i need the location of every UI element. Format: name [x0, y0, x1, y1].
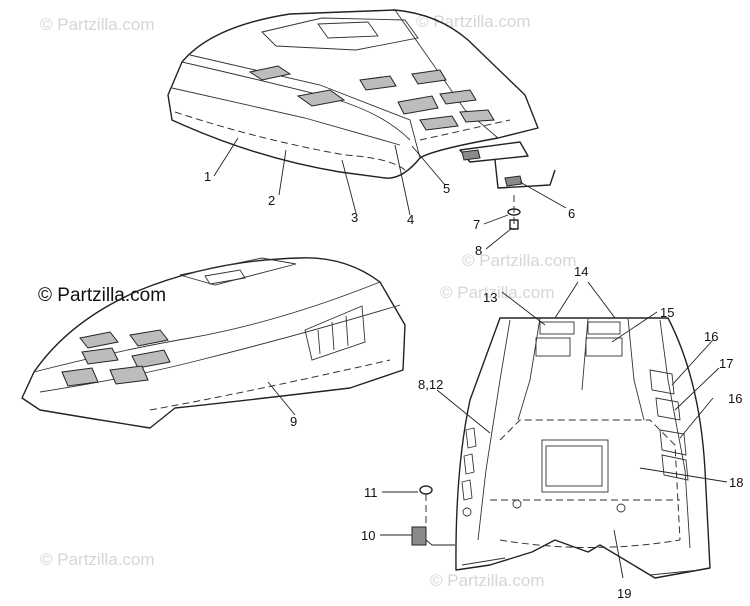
lower-hood — [455, 317, 711, 579]
watermark-mid-right-2: © Partzilla.com — [440, 283, 555, 302]
callout-1: 1 — [204, 169, 211, 184]
callout-11: 11 — [364, 485, 378, 500]
callout-18: 18 — [729, 475, 743, 490]
watermark-bottom-right: © Partzilla.com — [430, 571, 545, 590]
callout-15: 15 — [660, 305, 674, 320]
middle-hood — [21, 257, 406, 429]
callout-16-upper: 16 — [704, 329, 718, 344]
callout-17: 17 — [719, 356, 733, 371]
watermarks: © Partzilla.com © Partzilla.com © Partzi… — [38, 12, 577, 590]
callout-10: 10 — [361, 528, 375, 543]
callout-8: 8 — [475, 243, 482, 258]
callout-labels: 1 2 3 4 5 6 7 8 9 10 11 13 14 15 16 17 1… — [204, 169, 743, 601]
callout-13: 13 — [483, 290, 497, 305]
callout-5: 5 — [443, 181, 450, 196]
fastener-7-8 — [507, 195, 521, 230]
callout-7: 7 — [473, 217, 480, 232]
callout-6: 6 — [568, 206, 575, 221]
callout-3: 3 — [351, 210, 358, 225]
callout-4: 4 — [407, 212, 414, 227]
callout-19: 19 — [617, 586, 631, 601]
watermark-main: © Partzilla.com — [38, 285, 166, 306]
callout-2: 2 — [268, 193, 275, 208]
callout-9: 9 — [290, 414, 297, 429]
watermark-top-right: © Partzilla.com — [416, 12, 531, 31]
upper-hood — [167, 9, 556, 189]
leader-lines — [213, 137, 728, 579]
callout-16-lower: 16 — [728, 391, 742, 406]
watermark-bottom-left: © Partzilla.com — [40, 550, 155, 569]
callout-8-12: 8,12 — [418, 377, 443, 392]
callout-14: 14 — [574, 264, 588, 279]
watermark-mid-right: © Partzilla.com — [462, 251, 577, 270]
watermark-top-left: © Partzilla.com — [40, 15, 155, 34]
hardware-10-11 — [411, 485, 455, 546]
